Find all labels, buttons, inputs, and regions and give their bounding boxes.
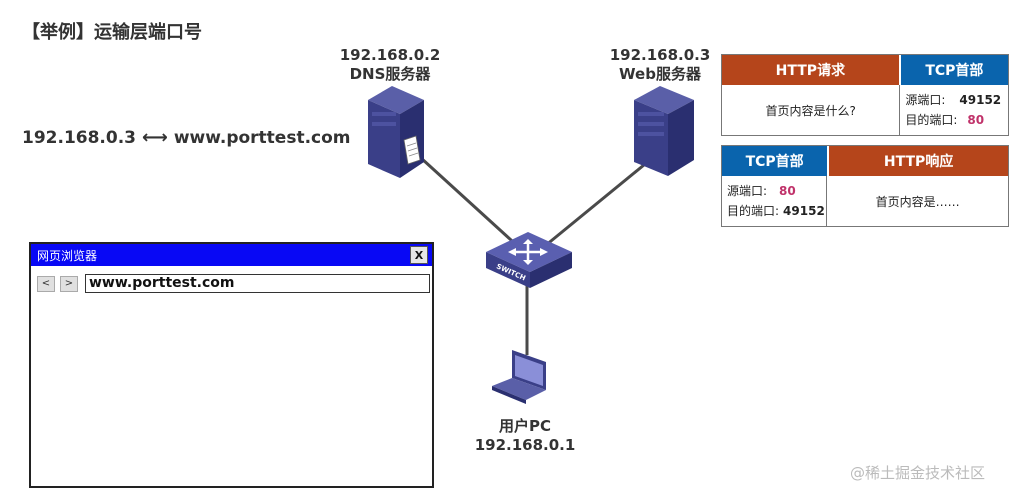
switch-icon: SWITCH <box>486 232 572 288</box>
request-src-port: 49152 <box>959 93 1002 107</box>
response-ports: 源端口: 80 目的端口:49152 <box>722 176 826 226</box>
dns-server-label: 192.168.0.2 DNS服务器 <box>330 46 450 84</box>
address-input[interactable]: www.porttest.com <box>85 274 430 293</box>
back-button[interactable]: < <box>37 275 55 292</box>
mapping-domain: www.porttest.com <box>173 127 351 148</box>
watermark: @稀土掘金技术社区 <box>850 464 986 482</box>
request-dst-port: 80 <box>967 113 985 127</box>
dns-server-ip: 192.168.0.2 <box>339 46 441 64</box>
link-dns-switch <box>408 146 524 252</box>
mapping-ip: 192.168.0.3 <box>22 127 137 148</box>
response-dst-port-label: 目的端口: <box>727 204 780 218</box>
link-web-switch <box>539 158 651 252</box>
user-pc-name: 用户PC <box>498 417 551 435</box>
user-pc-label: 用户PC 192.168.0.1 <box>465 417 585 455</box>
web-server-icon <box>634 86 694 176</box>
request-body: 首页内容是什么? <box>765 103 856 118</box>
request-dst-port-label: 目的端口: <box>905 113 958 127</box>
dns-server-name: DNS服务器 <box>349 65 431 83</box>
browser-title: 网页浏览器 <box>37 248 98 263</box>
response-src-port: 80 <box>779 184 796 198</box>
browser-window: 网页浏览器 X < > www.porttest.com <box>29 242 434 488</box>
close-button[interactable]: X <box>410 246 428 264</box>
request-ports: 源端口: 49152 目的端口: 80 <box>899 85 1008 135</box>
dns-mapping: 192.168.0.3 ⟷ www.porttest.com <box>22 127 351 148</box>
browser-titlebar: 网页浏览器 X <box>31 244 432 266</box>
page-title: 【举例】运输层端口号 <box>22 22 202 43</box>
http-request-packet: HTTP请求 TCP首部 首页内容是什么? 源端口: 49152 目的端口: 80 <box>721 54 1009 136</box>
web-server-label: 192.168.0.3 Web服务器 <box>600 46 720 84</box>
forward-button[interactable]: > <box>60 275 78 292</box>
dns-server-icon <box>368 86 424 178</box>
web-server-ip: 192.168.0.3 <box>609 46 711 64</box>
double-arrow-icon: ⟷ <box>142 127 168 148</box>
user-pc-ip: 192.168.0.1 <box>474 436 576 454</box>
http-request-header: HTTP请求 <box>722 55 899 85</box>
response-src-port-label: 源端口: <box>727 184 768 198</box>
web-server-name: Web服务器 <box>619 65 701 83</box>
browser-navbar: < > www.porttest.com <box>31 274 432 293</box>
response-body: 首页内容是…… <box>826 176 1008 226</box>
request-tcp-header: TCP首部 <box>898 55 1008 85</box>
response-tcp-header: TCP首部 <box>722 146 828 176</box>
http-response-header: HTTP响应 <box>827 146 1008 176</box>
response-dst-port: 49152 <box>783 204 825 218</box>
http-response-packet: TCP首部 HTTP响应 源端口: 80 目的端口:49152 首页内容是…… <box>721 145 1009 227</box>
laptop-icon <box>492 350 546 404</box>
request-src-port-label: 源端口: <box>905 93 946 107</box>
